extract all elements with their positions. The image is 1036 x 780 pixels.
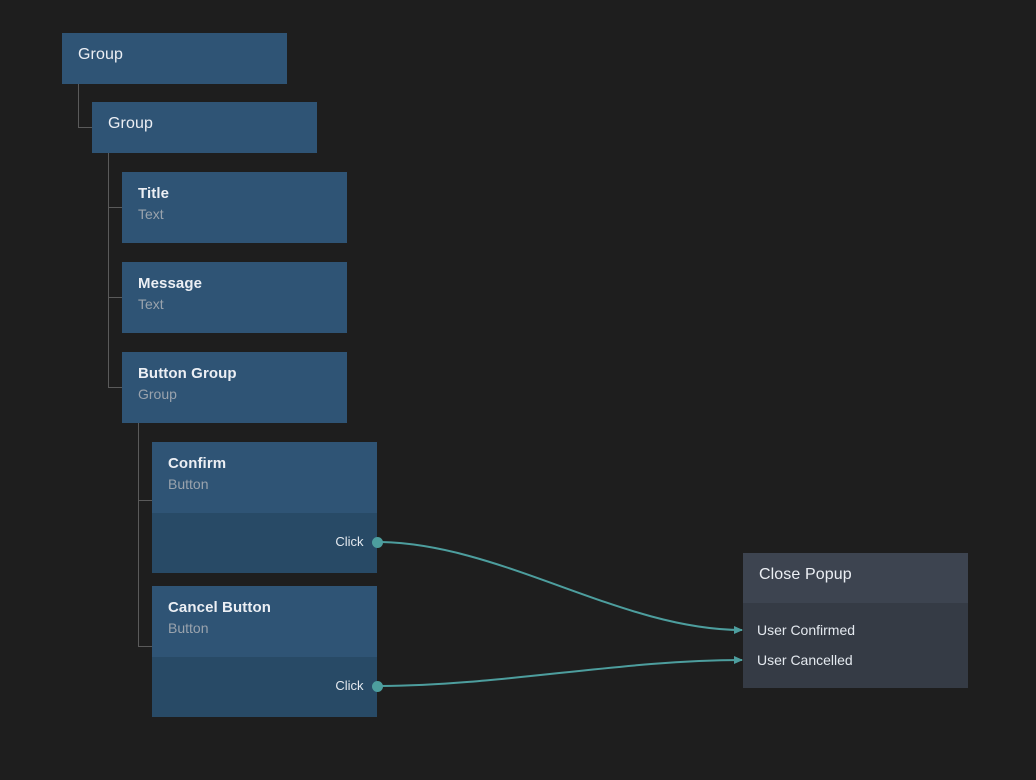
output-port-dot-icon[interactable] [371,680,383,692]
node-header: Button Group Group [122,352,347,423]
node-header: Close Popup [743,553,968,603]
node-header: Group [92,102,317,153]
node-body: Click [152,657,383,717]
tree-connector-message-horizontal [108,297,123,298]
node-cancel-button[interactable]: Cancel Button Button Click [152,586,383,717]
node-subtitle: Text [138,206,164,222]
tree-connector-root-horizontal [78,127,93,128]
output-port-dot-icon[interactable] [371,536,383,548]
tree-connector-root-vertical [78,84,79,128]
node-title: Group [108,115,153,132]
node-header: Confirm Button [152,442,377,513]
input-port-user-confirmed[interactable]: User Confirmed [743,620,855,640]
node-close-popup[interactable]: Close Popup User Confirmed User Cancelle… [743,553,968,688]
node-subtitle: Text [138,296,164,312]
node-title: Group [78,46,123,63]
output-port-click[interactable]: Click [335,678,383,694]
node-child-group[interactable]: Group [92,102,317,153]
node-header: Group [62,33,287,84]
edge-confirm-click-to-user-confirmed [375,541,743,634]
input-port-label: User Cancelled [757,652,853,668]
node-header: Title Text [122,172,347,243]
node-body: Click [152,513,383,573]
node-title: Confirm [168,455,227,472]
node-confirm-button[interactable]: Confirm Button Click [152,442,383,573]
node-title: Button Group [138,365,237,382]
output-port-label: Click [335,534,364,549]
tree-connector-cancel-horizontal [138,646,153,647]
tree-connector-buttongroup-vertical [138,423,139,647]
node-header: Cancel Button Button [152,586,377,657]
node-body: User Confirmed User Cancelled [743,603,968,688]
output-port-label: Click [335,678,364,693]
node-subtitle: Group [138,386,177,402]
tree-connector-buttongroup-horizontal [108,387,123,388]
tree-connector-group-vertical [108,153,109,388]
node-title-text[interactable]: Title Text [122,172,347,243]
tree-connector-title-horizontal [108,207,123,208]
edge-cancel-click-to-user-cancelled [375,656,743,687]
node-title: Message [138,275,203,292]
node-root-group[interactable]: Group [62,33,287,84]
node-title: Close Popup [759,566,852,583]
node-header: Message Text [122,262,347,333]
output-port-click[interactable]: Click [335,534,383,550]
node-subtitle: Button [168,476,209,492]
input-port-label: User Confirmed [757,622,856,638]
input-port-user-cancelled[interactable]: User Cancelled [743,650,853,670]
node-button-group[interactable]: Button Group Group [122,352,347,423]
node-title: Cancel Button [168,599,271,616]
tree-connector-confirm-horizontal [138,500,153,501]
node-subtitle: Button [168,620,209,636]
node-title: Title [138,185,170,202]
node-message-text[interactable]: Message Text [122,262,347,333]
